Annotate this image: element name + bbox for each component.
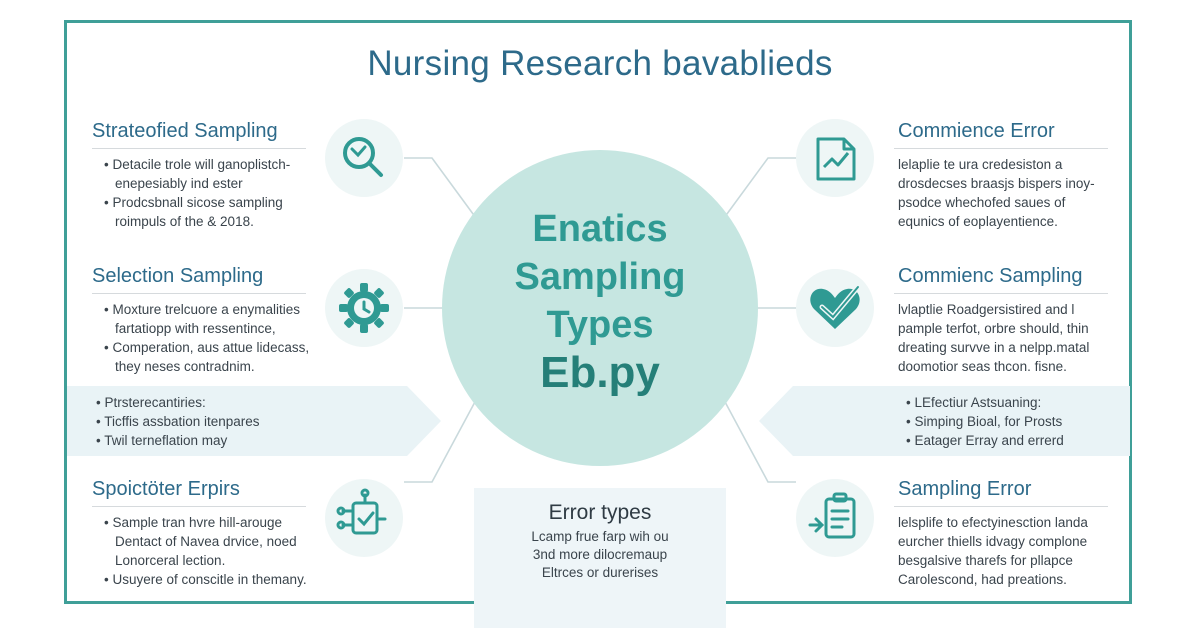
error-types-box <box>474 488 726 628</box>
left-band-arrowhead <box>407 386 441 456</box>
right-title-3: Sampling Error <box>898 478 1032 500</box>
hub-label: Enatics Sampling Types Eb.py <box>442 205 758 397</box>
left-rule-1 <box>92 148 306 149</box>
hub-line-3: Types <box>546 304 654 346</box>
left-title-1: Strateofied Sampling <box>92 120 278 142</box>
right-rule-3 <box>894 506 1108 507</box>
left-body-1: • Detacile trole will ganoplistch-enepes… <box>104 157 291 229</box>
connector-left-bottom <box>404 399 477 483</box>
connector-right-bottom <box>723 399 796 483</box>
workflow-icon <box>325 479 403 557</box>
error-types-title: Error types <box>548 501 652 524</box>
center-hub <box>442 150 758 466</box>
right-rule-1 <box>894 148 1108 149</box>
gear-clock-icon <box>325 269 403 347</box>
left-band-text: • Ptrsterecantiries:• Ticffis assbation … <box>96 395 260 448</box>
hub-line-4: Eb.py <box>540 348 660 397</box>
left-rule-3 <box>92 506 306 507</box>
right-title-2: Commienc Sampling <box>898 265 1083 287</box>
magnifier-icon <box>325 119 403 197</box>
clipboard-icon <box>796 479 874 557</box>
heart-check-icon <box>796 269 874 347</box>
connector-left-top <box>404 157 477 219</box>
left-rule-2 <box>92 293 306 294</box>
right-band-text: • LEfectiur Astsuaning:• Simping Bioal, … <box>906 395 1064 448</box>
left-title-3: Spoictöter Erpirs <box>92 478 240 500</box>
right-rule-2 <box>894 293 1108 294</box>
connector-right-top <box>723 157 796 219</box>
chart-document-icon <box>796 119 874 197</box>
right-title-1: Commience Error <box>898 120 1055 142</box>
right-band-arrowhead <box>759 386 793 456</box>
hub-line-1: Enatics <box>532 208 668 250</box>
left-arrow-band <box>67 386 407 456</box>
hub-line-2: Sampling <box>514 256 686 298</box>
right-arrow-band <box>793 386 1130 456</box>
page-title: Nursing Research bavablieds <box>367 44 833 83</box>
left-title-2: Selection Sampling <box>92 265 264 287</box>
